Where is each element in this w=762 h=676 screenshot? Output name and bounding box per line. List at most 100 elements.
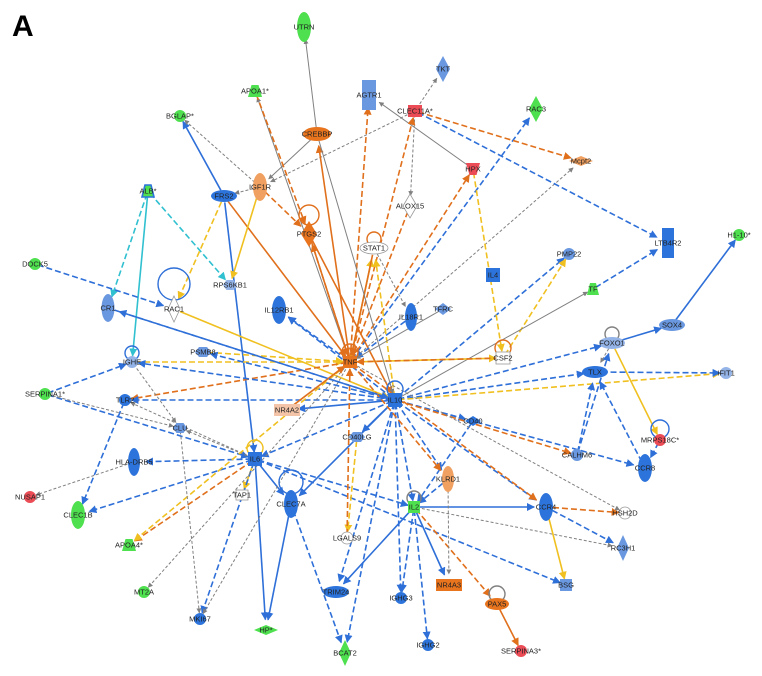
circle-shape-icon <box>39 388 51 400</box>
node-il12rb[interactable]: IL12RB1 <box>264 296 294 324</box>
node-il18r1[interactable]: IL18R1 <box>399 303 423 331</box>
rect-shape-icon <box>436 579 462 591</box>
edge-TNF-HSH2D <box>352 363 621 511</box>
node-bsg[interactable]: BSG <box>558 579 574 591</box>
node-tf[interactable]: TF <box>587 283 599 295</box>
node-frs2[interactable]: FRS2 <box>211 190 237 202</box>
node-pmp22[interactable]: PMP22 <box>557 248 582 260</box>
node-hpx[interactable]: HPX <box>465 163 481 175</box>
edge-IL10-TLX <box>398 370 585 401</box>
edge-IGF1R-BGLAP <box>184 119 256 183</box>
ellipse-shape-icon <box>71 501 85 529</box>
node-utrn[interactable]: UTRN <box>294 12 315 42</box>
node-hp[interactable]: HP* <box>254 625 278 635</box>
node-trim24[interactable]: TRIM24 <box>323 586 350 598</box>
node-alb[interactable]: ALB* <box>139 184 157 198</box>
node-calhm6[interactable]: CALHM6 <box>562 449 592 461</box>
node-label: IL12RB1 <box>264 306 293 315</box>
node-clec7a[interactable]: CLEC7A <box>276 490 306 518</box>
node-foxo1[interactable]: FOXO1 <box>599 337 625 349</box>
node-mrps18c[interactable]: MRPS18C* <box>641 434 679 446</box>
edge-DOCK5-RAC1 <box>37 264 165 308</box>
node-apoa1[interactable]: APOA1* <box>241 85 269 97</box>
node-label: APOA4* <box>115 541 143 550</box>
node-tnf[interactable]: TNF <box>343 356 358 368</box>
node-ighg2[interactable]: IGHG2 <box>416 639 440 651</box>
node-label: CLEC7A <box>276 500 305 509</box>
node-il6[interactable]: IL6 <box>248 452 262 466</box>
edge-IL10-IL6 <box>260 400 393 458</box>
node-label: TRIM24 <box>323 588 350 597</box>
edge-IL2-IGHG2 <box>413 509 431 640</box>
node-hla-drb5[interactable]: HLA-DRB5 <box>115 448 153 476</box>
node-mki67[interactable]: MKI67 <box>189 613 211 625</box>
node-csf2[interactable]: CSF2 <box>493 351 513 365</box>
node-mt2a[interactable]: MT2A <box>134 586 154 598</box>
node-ltb4r2[interactable]: LTB4R2 <box>655 228 682 258</box>
circle-shape-icon <box>654 434 666 446</box>
node-tkt[interactable]: TKT <box>436 56 451 82</box>
node-il10[interactable]: IL10 <box>388 393 403 407</box>
node-il2[interactable]: IL2 <box>408 501 420 513</box>
node-igf1r[interactable]: IGF1R <box>249 173 272 201</box>
node-nusap1[interactable]: NUSAP1 <box>15 491 45 503</box>
edge-CXCR-RC3H1 <box>551 509 614 544</box>
node-mcpt2[interactable]: Mcpt2 <box>569 156 593 166</box>
node-dock5[interactable]: DOCK5 <box>22 258 48 270</box>
node-hsh2d[interactable]: HSH2D <box>612 506 638 520</box>
node-klrd1[interactable]: KLRD1 <box>436 466 460 492</box>
node-ccr8[interactable]: CCR8 <box>635 454 655 482</box>
node-label: IL4 <box>488 271 498 280</box>
circle-shape-icon <box>395 592 407 604</box>
ellipse-shape-icon <box>272 296 286 324</box>
edge-FRS2-IL6 <box>223 202 258 453</box>
node-label: CALHM6 <box>562 451 592 460</box>
panel-label: A <box>12 10 34 43</box>
node-lgals9[interactable]: LGALS9 <box>333 531 361 545</box>
hdiamond-shape-icon <box>254 625 278 635</box>
node-ighg3[interactable]: IGHG3 <box>389 592 413 604</box>
node-rps6kb1[interactable]: RPS6KB1 <box>213 280 247 290</box>
node-ighe[interactable]: IGHE <box>123 356 141 368</box>
node-tfrc[interactable]: TFRC <box>433 303 454 315</box>
node-rac3[interactable]: RAC3 <box>526 96 546 122</box>
node-rac1[interactable]: RAC1 <box>164 295 184 323</box>
edge-IL6-CLEC7A <box>256 461 285 496</box>
node-alox15[interactable]: ALOX15 <box>396 193 424 219</box>
node-tlr2[interactable]: TLR2 <box>116 394 134 406</box>
node-bcat2[interactable]: BCAT2 <box>333 640 357 666</box>
node-psmb8[interactable]: PSMB8 <box>190 347 216 357</box>
node-serpina1[interactable]: SERPINA1* <box>25 388 65 400</box>
node-cr1[interactable]: CR1 <box>100 294 116 322</box>
node-cd40[interactable]: CD40 <box>463 416 483 426</box>
node-cxcr[interactable]: CCR4 <box>536 493 556 521</box>
node-nr4a2[interactable]: NR4A2 <box>274 404 300 416</box>
node-clec1b[interactable]: CLEC1B <box>63 501 93 529</box>
node-tap1[interactable]: TAP1 <box>233 489 251 501</box>
node-cd40lg[interactable]: CD40LG <box>342 432 372 442</box>
node-apoa4[interactable]: APOA4* <box>115 539 143 551</box>
node-clec11a[interactable]: CLEC11A* <box>397 105 433 117</box>
node-ptgs2[interactable]: PTGS2 <box>297 221 322 247</box>
node-agtr1[interactable]: AGTR1 <box>356 80 382 110</box>
node-h1-10[interactable]: H1-10* <box>727 229 751 241</box>
node-tlx[interactable]: TLX <box>582 366 608 378</box>
edge-IGF1R-FRS2 <box>234 188 254 195</box>
node-bglap[interactable]: BGLAP* <box>166 110 194 122</box>
edge-IL10-PSMB8 <box>209 351 392 400</box>
node-l4[interactable]: IL4 <box>486 268 500 282</box>
node-nr4a3[interactable]: NR4A3 <box>436 579 462 591</box>
node-pax5[interactable]: PAX5 <box>485 598 509 610</box>
node-sox4[interactable]: SOX4 <box>659 319 685 331</box>
node-clu[interactable]: CLU <box>172 423 188 433</box>
edge-IL2-TRIM24 <box>342 508 413 585</box>
node-stat1[interactable]: STAT1 <box>359 241 389 255</box>
node-crebbp[interactable]: CREBBP <box>302 127 333 141</box>
edge-TLX-IFIT1 <box>601 368 721 377</box>
node-label: BGLAP* <box>166 112 194 121</box>
node-serpina3[interactable]: SERPINA3* <box>501 645 541 657</box>
edge-HLA-DRB5-NUSAP1 <box>35 463 128 496</box>
node-ifit1[interactable]: IFIT1 <box>717 367 735 379</box>
node-rc3h1[interactable]: RC3H1 <box>611 535 636 561</box>
